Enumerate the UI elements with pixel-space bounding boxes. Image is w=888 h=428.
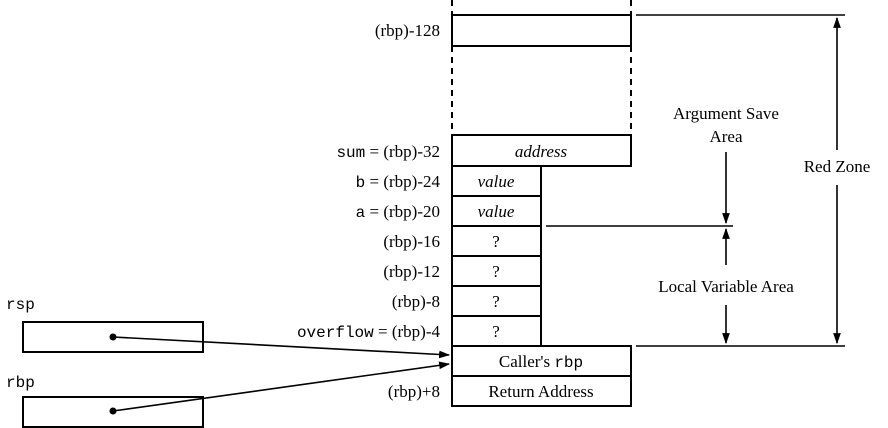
- sum-offset-label: sum = (rbp)-32: [336, 142, 440, 162]
- stack-slot-rbp-16: [451, 225, 542, 257]
- offset-label-rbp-plus-8: (rbp)+8: [388, 382, 440, 401]
- a-offset-label: a = (rbp)-20: [356, 202, 440, 222]
- offset-label-rbp-128: (rbp)-128: [375, 21, 440, 40]
- stack-slot-rbp-8: [451, 285, 542, 317]
- stack-slot-callers-rbp: [451, 345, 632, 377]
- red-zone-label: Red Zone: [804, 157, 871, 176]
- argument-save-area-label-line1: Argument Save: [673, 104, 779, 123]
- a-slot-content: value: [478, 202, 515, 221]
- stack-slot-sum: [451, 134, 632, 167]
- return-address-content: Return Address: [488, 382, 593, 401]
- rsp-pointer-arrow: [112, 336, 451, 359]
- rsp-register-label: rsp: [6, 296, 35, 314]
- slot-12-content: ?: [492, 262, 500, 281]
- slot-8-content: ?: [492, 292, 500, 311]
- argument-save-area-label-line2: Area: [709, 127, 742, 146]
- slot-16-content: ?: [492, 232, 500, 251]
- stack-slot-a: [451, 195, 542, 227]
- sum-slot-content: address: [515, 142, 568, 161]
- stack-slot-return-address: [451, 375, 632, 407]
- rbp-pointer-arrow: [112, 361, 451, 412]
- b-offset-label: b = (rbp)-24: [356, 172, 441, 192]
- callers-rbp-content: Caller's rbp: [499, 352, 583, 372]
- stack-slot-rbp-128: [451, 14, 632, 47]
- local-variable-area-label: Local Variable Area: [658, 277, 794, 296]
- rbp-register-label: rbp: [6, 374, 35, 392]
- b-slot-content: value: [478, 172, 515, 191]
- overflow-slot-content: ?: [492, 322, 500, 341]
- stack-slot-overflow: [451, 315, 542, 347]
- overflow-offset-label: overflow = (rbp)-4: [297, 322, 441, 342]
- offset-label-rbp-8: (rbp)-8: [392, 292, 440, 311]
- offset-label-rbp-12: (rbp)-12: [383, 262, 440, 281]
- offset-label-rbp-16: (rbp)-16: [383, 232, 440, 251]
